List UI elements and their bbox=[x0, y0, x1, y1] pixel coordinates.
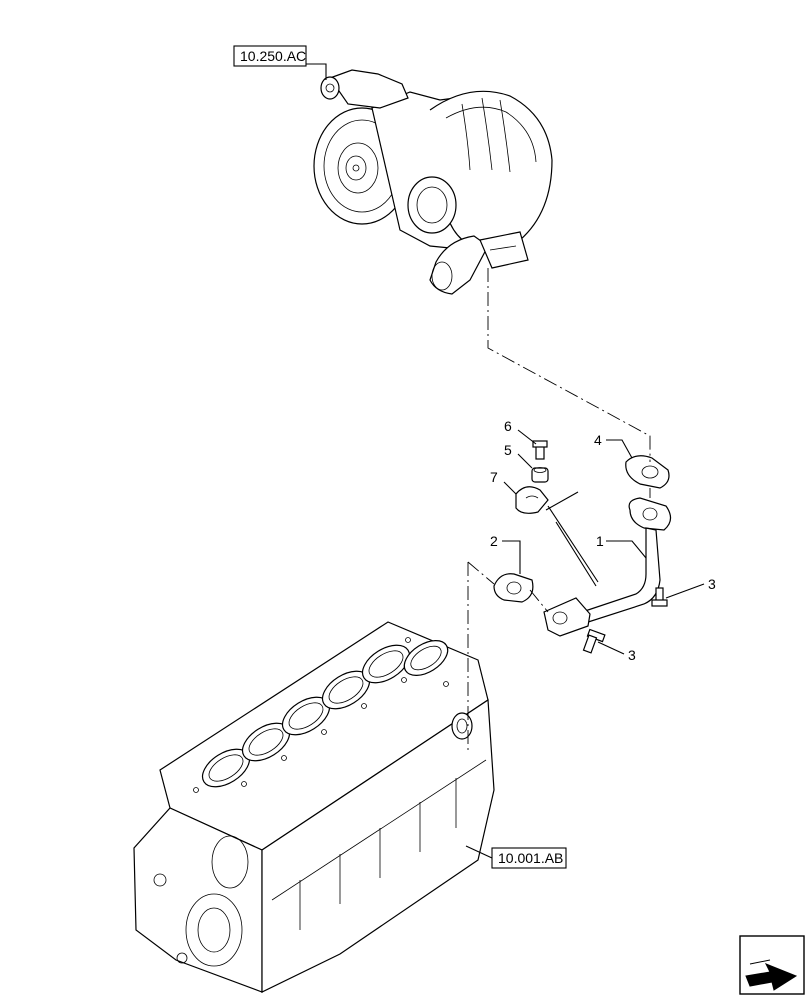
lower-gasket-part bbox=[493, 573, 534, 603]
leader-lines bbox=[306, 63, 705, 859]
callout-3-right: 3 bbox=[708, 576, 716, 592]
callout-3-lower: 3 bbox=[628, 647, 636, 663]
right-bolt-part bbox=[651, 587, 668, 607]
callout-2: 2 bbox=[490, 533, 498, 549]
callout-4: 4 bbox=[594, 432, 602, 448]
spacer-part bbox=[531, 467, 549, 483]
screw-part bbox=[532, 440, 548, 460]
lower-bolt-part bbox=[582, 628, 606, 654]
upper-gasket-part bbox=[625, 455, 670, 489]
turbocharger bbox=[313, 69, 553, 295]
callout-5: 5 bbox=[504, 442, 512, 458]
turbocharger-reference[interactable]: 10.250.AC bbox=[233, 45, 307, 67]
engine-block-reference-label: 10.001.AB bbox=[498, 850, 563, 866]
callout-1: 1 bbox=[596, 533, 604, 549]
engine-block bbox=[133, 621, 495, 993]
oil-drain-pipe-part bbox=[543, 497, 672, 637]
clamp-part bbox=[515, 486, 549, 514]
callout-7: 7 bbox=[490, 469, 498, 485]
next-page-arrow-icon[interactable] bbox=[739, 935, 805, 995]
assembly-lines bbox=[467, 268, 651, 752]
callout-labels: 6 5 7 4 2 1 3 3 bbox=[490, 418, 716, 663]
engine-block-reference[interactable]: 10.001.AB bbox=[491, 847, 567, 869]
callout-6: 6 bbox=[504, 418, 512, 434]
turbocharger-reference-label: 10.250.AC bbox=[240, 48, 306, 64]
